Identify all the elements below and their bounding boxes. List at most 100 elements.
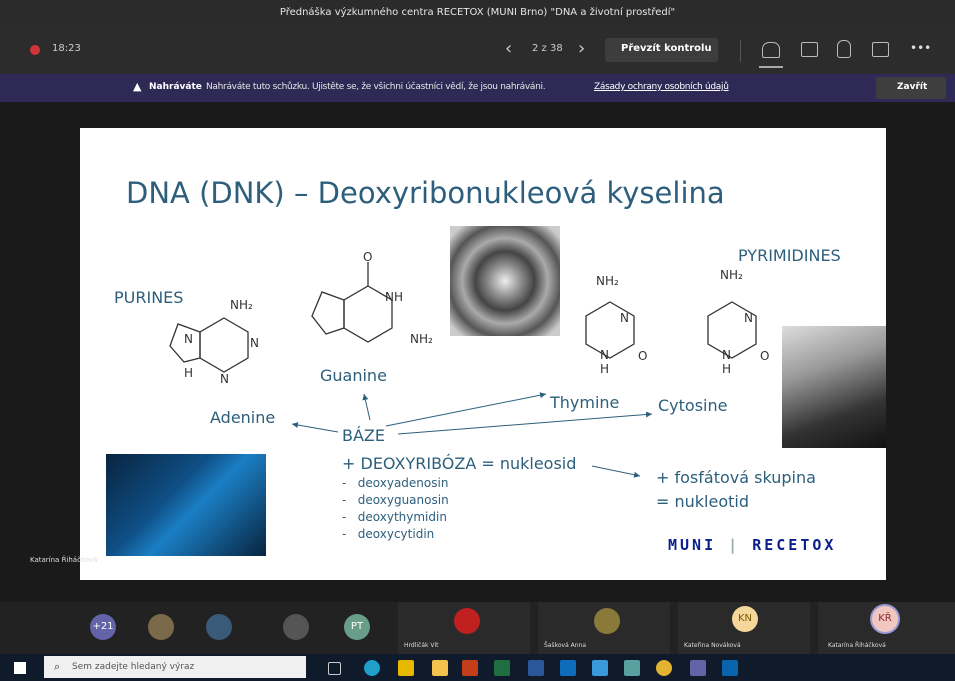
app-icon[interactable] [592, 660, 608, 676]
participant-tile[interactable]: KN Kateřina Nováková [678, 602, 810, 654]
participant-name: Kateřina Nováková [684, 642, 741, 649]
file-explorer-icon[interactable] [432, 660, 448, 676]
adenine-n3: N [184, 332, 193, 346]
cytosine-o: O [760, 349, 770, 363]
windows-start-icon[interactable] [14, 662, 26, 674]
thymine-structure [585, 301, 635, 359]
participant-avatar [454, 608, 480, 634]
guanine-nh: NH [385, 290, 403, 304]
portrait-photo [782, 326, 886, 448]
logo-muni: MUNI [668, 536, 717, 554]
pyrimidines-label: PYRIMIDINES [738, 246, 841, 265]
store-icon[interactable] [398, 660, 414, 676]
nucleoside-list: - deoxyadenosin - deoxyguanosin - deoxyt… [342, 476, 449, 544]
cytosine-label: Cytosine [658, 396, 728, 415]
task-view-icon[interactable] [328, 662, 341, 675]
take-control-label: Převzít kontrolu [621, 43, 712, 54]
thymine-h: H [600, 362, 610, 376]
logo-divider: | [728, 536, 741, 554]
thymine-nh2: NH₂ [596, 274, 619, 288]
more-actions-button[interactable]: ••• [910, 41, 932, 55]
word-icon[interactable] [528, 660, 544, 676]
participant-name: Katarína Řiháčková [828, 642, 886, 649]
nucleoside-item: - deoxyadenosin [342, 476, 449, 490]
participant-avatar-pt: PT [344, 614, 370, 640]
participant-avatar [206, 614, 232, 640]
participants-icon[interactable] [762, 42, 780, 58]
logo-recetox: RECETOX [752, 536, 837, 554]
more-participants-badge[interactable]: +21 [90, 614, 116, 640]
guanine-label: Guanine [320, 366, 387, 385]
slide-title: DNA (DNK) – Deoxyribonukleová kyselina [126, 176, 725, 210]
dna-helix-image [106, 454, 266, 556]
guanine-structure [311, 262, 393, 343]
outlook-icon[interactable] [722, 660, 738, 676]
participant-avatar [148, 614, 174, 640]
adenine-h: H [184, 366, 194, 380]
title-bar: Přednáška výzkumného centra RECETOX (MUN… [0, 0, 955, 28]
participant-avatar: KŘ [872, 606, 898, 632]
window-title: Přednáška výzkumného centra RECETOX (MUN… [279, 7, 676, 18]
taskbar-search-placeholder: Sem zadejte hledaný výraz [72, 662, 195, 672]
muni-recetox-logo: MUNI | RECETOX [668, 536, 836, 554]
participant-name: Šašková Anna [544, 642, 587, 649]
thymine-o: O [638, 349, 648, 363]
nucleoside-item: - deoxyguanosin [342, 493, 449, 507]
cytosine-n1: N [744, 311, 753, 325]
nucleoside-item: - deoxycytidin [342, 527, 435, 541]
banner-text: Nahráváte tuto schůzku. Ujistěte se, že … [206, 82, 546, 92]
meeting-toolbar: 18:23 ‹ 2 z 38 › Převzít kontrolu ••• [0, 28, 955, 74]
guanine-nh2: NH₂ [410, 332, 433, 346]
breakout-rooms-icon[interactable] [872, 42, 889, 57]
take-control-button[interactable] [605, 38, 718, 62]
adenine-label: Adenine [210, 408, 276, 427]
nucleoside-item: - deoxythymidin [342, 510, 447, 524]
recording-banner: ▲ Nahráváte Nahráváte tuto schůzku. Ujis… [0, 74, 955, 102]
slide-page-indicator: 2 z 38 [532, 43, 563, 54]
previous-slide-button[interactable]: ‹ [505, 38, 513, 59]
xray-diffraction-image [450, 226, 560, 336]
participant-tile[interactable]: Hrdličák Vít [398, 602, 530, 654]
presenter-name-label: Katarína Řiháčková [30, 556, 98, 564]
chrome-icon[interactable] [656, 660, 672, 676]
excel-icon[interactable] [494, 660, 510, 676]
cytosine-h: H [722, 362, 732, 376]
privacy-policy-link[interactable]: Zásady ochrany osobních údajů [594, 82, 729, 92]
warning-icon: ▲ [133, 80, 142, 93]
search-icon: ⌕ [54, 660, 61, 673]
participant-tile[interactable]: Šašková Anna [538, 602, 670, 654]
edge-browser-icon[interactable] [364, 660, 380, 676]
taskbar-search-box[interactable] [44, 656, 306, 678]
powerpoint-icon[interactable] [462, 660, 478, 676]
raise-hand-icon[interactable] [837, 40, 851, 58]
app-icon[interactable] [624, 660, 640, 676]
baze-label: BÁZE [342, 426, 385, 445]
deoxyriboza-line: + DEOXYRIBÓZA = nukleosid [342, 454, 577, 473]
toolbar-divider [740, 40, 741, 62]
purines-label: PURINES [114, 288, 184, 307]
chat-icon[interactable] [801, 42, 818, 57]
fosfat-label: + fosfátová skupina [656, 468, 816, 487]
participant-name: Hrdličák Vít [404, 642, 439, 649]
cytosine-structure [707, 301, 757, 359]
thymine-n1: N [620, 311, 629, 325]
banner-close-button[interactable] [876, 77, 946, 99]
participants-active-underline [759, 66, 783, 68]
participant-avatar [594, 608, 620, 634]
adenine-n2: N [220, 372, 229, 386]
next-slide-button[interactable]: › [578, 38, 586, 59]
cytosine-n2: N [722, 348, 731, 362]
teams-icon[interactable] [690, 660, 706, 676]
adenine-nh2: NH₂ [230, 298, 253, 312]
mail-icon[interactable] [560, 660, 576, 676]
thymine-label: Thymine [550, 393, 620, 412]
baze-arrows [291, 392, 653, 478]
presentation-slide: DNA (DNK) – Deoxyribonukleová kyselina P… [80, 128, 886, 580]
adenine-structure [169, 317, 249, 373]
participant-avatar: KN [732, 606, 758, 632]
participant-tile[interactable]: KŘ Katarína Řiháčková [818, 602, 955, 654]
meeting-timer: 18:23 [52, 43, 81, 54]
banner-close-label: Zavřít [897, 82, 928, 92]
adenine-n1: N [250, 336, 259, 350]
nukleotid-label: = nukleotid [656, 492, 749, 511]
